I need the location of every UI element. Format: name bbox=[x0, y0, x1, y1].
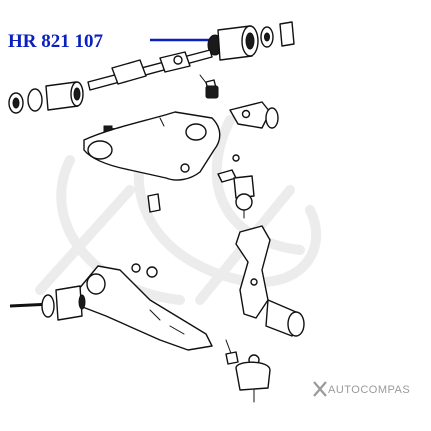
lower-control-arm bbox=[77, 265, 213, 351]
upper-left-bushing-set bbox=[8, 81, 84, 114]
brand-logo-icon bbox=[313, 381, 327, 397]
lower-arm-bushing-set bbox=[9, 263, 158, 321]
rubber-stop bbox=[147, 193, 161, 213]
small-bushing bbox=[205, 85, 219, 99]
bump-stop-bracket bbox=[229, 101, 279, 129]
brand-watermark-text: AUTOCOMPAS bbox=[328, 384, 410, 396]
brand-watermark: AUTOCOMPAS bbox=[313, 381, 410, 397]
part-number-label: HR 821 107 bbox=[8, 31, 104, 52]
upper-arm-bushing-highlighted bbox=[207, 21, 295, 61]
lower-ball-joint bbox=[225, 339, 271, 403]
upper-control-arm bbox=[83, 111, 221, 181]
steering-knuckle bbox=[235, 225, 305, 337]
part-callout: HR 821 107 bbox=[8, 31, 216, 52]
upper-ball-joint bbox=[217, 154, 255, 219]
upper-arm-shaft bbox=[87, 49, 217, 91]
